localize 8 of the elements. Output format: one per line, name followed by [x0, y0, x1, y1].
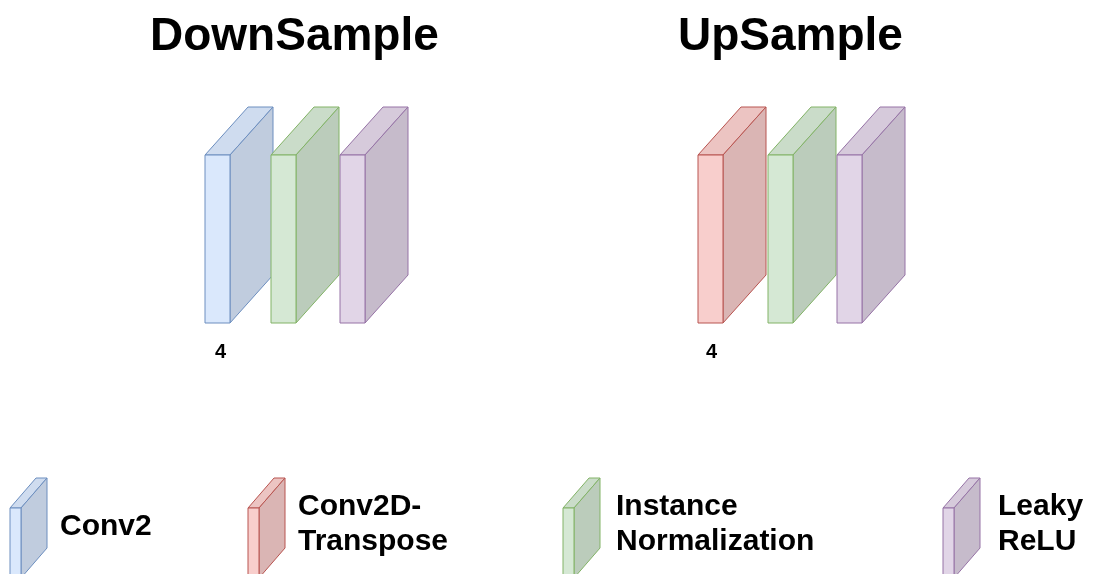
legend-label: Conv2: [60, 508, 153, 543]
layer-count: 4: [215, 340, 227, 363]
layer-count: 4: [706, 340, 718, 363]
section-heading: DownSample: [150, 8, 439, 61]
legend-label: Leaky ReLU: [998, 488, 1085, 557]
section-heading: UpSample: [678, 8, 903, 61]
legend-label: Instance Normalization: [616, 488, 816, 557]
legend-label: Conv2D-Transpose: [298, 488, 450, 557]
